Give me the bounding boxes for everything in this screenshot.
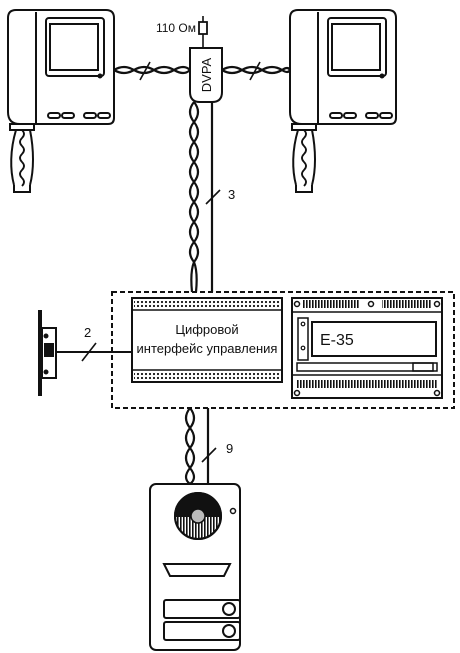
- wire-count-main: 3: [228, 187, 235, 202]
- resistor-label: 110 Ом: [156, 21, 196, 35]
- monitor-right: [289, 9, 397, 193]
- electric-lock: [38, 310, 57, 396]
- interface-label-line2: интерфейс управления: [137, 341, 278, 356]
- wire-count-lock: 2: [84, 325, 91, 340]
- twisted-pair-panel: [184, 407, 217, 485]
- twisted-pair-main: [188, 101, 221, 293]
- twisted-pair-left: [113, 61, 191, 81]
- lock-wire: [56, 342, 132, 362]
- interface-label-line1: Цифровой: [175, 322, 238, 337]
- monitor-left: [7, 9, 115, 193]
- door-panel: [149, 483, 241, 651]
- wire-count-panel: 9: [226, 441, 233, 456]
- e35-label: E-35: [320, 332, 354, 349]
- dvpa-label: DVPA: [199, 57, 214, 92]
- resistor-110-ohm: 110 Ом: [156, 16, 208, 48]
- control-unit-enclosure: [111, 291, 455, 409]
- e35-power-supply: E-35: [291, 297, 443, 399]
- digital-interface-module: Цифровой интерфейс управления: [131, 297, 283, 383]
- twisted-pair-right: [221, 61, 291, 81]
- dvpa-distributor: DVPA: [189, 47, 223, 103]
